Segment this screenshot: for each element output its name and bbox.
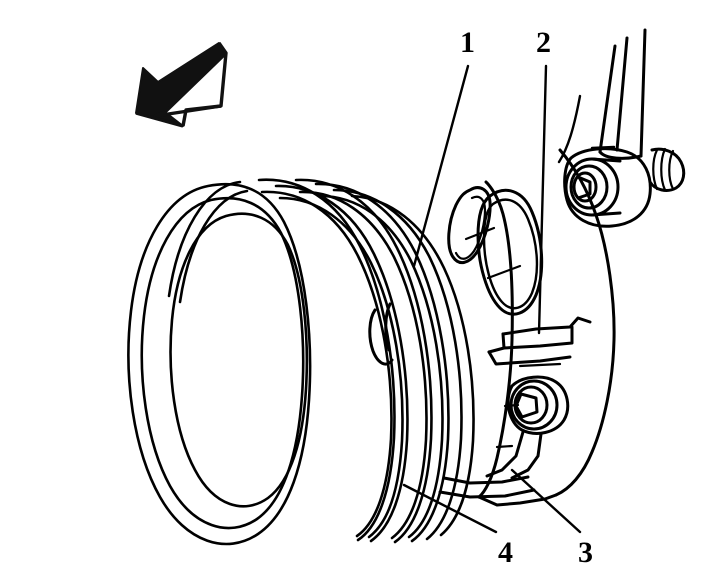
stud-thread-2 <box>660 147 667 192</box>
pulley-keyway-notch <box>368 308 394 366</box>
upper-bolt-hex-facet <box>576 175 592 200</box>
pulley-front-rim-inner <box>140 196 305 530</box>
pulley-bore <box>169 212 309 508</box>
pulley-rear-flange-bottom <box>438 488 536 499</box>
stud-thread-3 <box>668 149 675 191</box>
threaded-stud-body <box>648 147 686 192</box>
pulley-groove-valley-4 <box>298 190 428 540</box>
lower-bolt-boss <box>506 375 570 435</box>
bracket-lower-profile <box>477 493 558 507</box>
bracket-flange-tab-lower-edge <box>487 346 506 354</box>
leader-lines <box>402 64 582 534</box>
leader-line-4 <box>402 483 498 534</box>
stud-thread-1 <box>652 148 659 191</box>
bracket-gusset-edge <box>510 432 543 480</box>
pulley-rear-hub-band <box>350 194 475 537</box>
view-direction-arrow <box>135 42 228 128</box>
bracket-hatch-1 <box>503 403 520 408</box>
bracket-hatch-2 <box>495 444 514 449</box>
callout-label-2: 2 <box>536 26 551 59</box>
pulley-keyway-notch-edge <box>384 302 392 352</box>
teardrop-hatch-2 <box>486 264 522 280</box>
pulley-groove-ridge-6 <box>332 188 463 541</box>
pulley-front-rim-outer <box>127 182 312 546</box>
pulley-group <box>127 178 475 546</box>
bracket-side-lobe <box>447 186 492 265</box>
upper-bolt-washer-mid <box>569 164 609 210</box>
pulley-groove-valley-5 <box>318 194 444 539</box>
bracket-hatch-3 <box>518 362 562 368</box>
bracket-right-edge <box>554 148 616 497</box>
bracket-arm-right <box>639 28 647 158</box>
upper-bolt-shank <box>590 157 622 217</box>
pulley-groove-valley-3 <box>278 196 404 539</box>
callout-label-4: 4 <box>498 536 513 569</box>
leader-line-1 <box>412 64 470 268</box>
bracket-side-lobe-inner <box>454 195 487 260</box>
teardrop-hatch-1 <box>464 226 496 241</box>
pulley-groove-ridge-4 <box>294 178 433 544</box>
pulley-groove-ridge-1 <box>167 180 242 298</box>
bracket-flange-tab-top <box>501 316 592 336</box>
pulley-rear-flange-top <box>442 475 530 485</box>
bracket-group <box>438 28 686 507</box>
bracket-arm-mid <box>615 36 629 152</box>
callout-label-3: 3 <box>578 536 593 569</box>
leader-line-3 <box>510 468 582 534</box>
leader-line-2 <box>537 64 548 335</box>
bracket-flange-tab-face <box>501 325 574 350</box>
bracket-arm-left <box>598 44 617 154</box>
pulley-groove-ridge-5 <box>314 182 450 543</box>
direction-arrow-outline-tail <box>181 104 222 127</box>
bracket-gusset <box>485 430 525 478</box>
upper-bolt-head-inner <box>572 171 598 203</box>
callout-label-1: 1 <box>460 26 475 59</box>
bracket-upper-left-arm <box>557 94 582 164</box>
pulley-groove-ridge-3 <box>274 184 409 543</box>
direction-arrow-outline-tip <box>135 111 184 128</box>
pulley-groove-valley-1 <box>178 189 249 304</box>
bracket-flange-tab-lower <box>487 350 572 366</box>
bracket-body-outline <box>477 180 514 499</box>
